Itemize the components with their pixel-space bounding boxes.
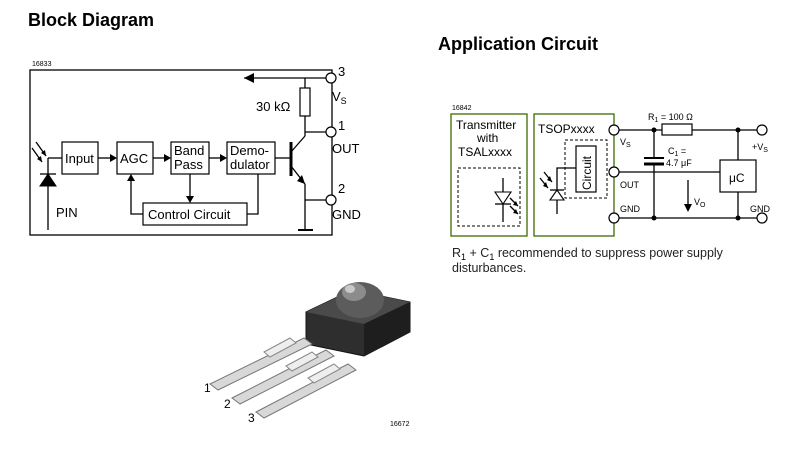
package-pin1-label: 1 (204, 381, 211, 395)
r1-label: R1 = 100 Ω (648, 112, 693, 124)
tsop-vs-terminal (608, 124, 620, 136)
application-circuit-title: Application Circuit (438, 34, 598, 54)
band-pass-label-2: Pass (174, 157, 203, 172)
package-pin3-label: 3 (248, 411, 255, 425)
agc-label: AGC (120, 151, 148, 166)
pin1-number: 1 (338, 118, 345, 133)
tsop-gnd-terminal (608, 212, 620, 224)
gnd-terminal-right (756, 212, 768, 224)
resistor-value: 30 kΩ (256, 99, 291, 114)
transmitter-label-1: Transmitter (456, 118, 516, 132)
transmitter-label-3: TSALxxxx (458, 145, 512, 159)
pin2-number: 2 (338, 181, 345, 196)
vs-label: VS (332, 89, 347, 106)
pin3-number: 3 (338, 64, 345, 79)
demodulator-label-2: dulator (230, 157, 270, 172)
plus-vs-label: +VS (752, 142, 768, 154)
vo-label: VO (694, 197, 706, 209)
block-diagram-title: Block Diagram (28, 10, 154, 30)
gnd-label: GND (332, 207, 361, 222)
transmitter-inner (457, 167, 521, 227)
block-diagram-doc-number: 16833 (32, 61, 52, 68)
microcontroller-label: μC (729, 171, 745, 185)
application-circuit: Transmitter with TSALxxxx TSOPxxxx Circu… (450, 112, 771, 275)
tsop-block (533, 113, 615, 237)
tsop-circuit-box (575, 145, 597, 193)
transmitter-label-2: with (476, 131, 498, 145)
input-label: Input (65, 151, 94, 166)
plus-vs-terminal (756, 124, 768, 136)
tsop-out-terminal (608, 166, 620, 178)
ic-outline (29, 69, 333, 236)
out-label: OUT (332, 141, 360, 156)
control-circuit-label: Control Circuit (148, 207, 231, 222)
component-package-illustration: 1 2 3 16672 (204, 282, 411, 428)
pin-label: PIN (56, 205, 78, 220)
tsop-circuit-label: Circuit (580, 155, 594, 190)
c1-value: 4.7 μF (666, 158, 692, 168)
r1-resistor (661, 123, 693, 136)
output-transistor (289, 135, 306, 185)
tsop-out-label: OUT (620, 180, 640, 190)
tsop-gnd-label: GND (620, 204, 641, 214)
c1-label: C1 = (668, 146, 686, 158)
input-block (61, 141, 99, 175)
gnd-right-label: GND (750, 204, 771, 214)
package-doc-number: 16672 (390, 421, 410, 428)
recommendation-note-line1: R1 + C1 recommended to suppress power su… (452, 246, 724, 262)
block-diagram: PIN Input AGC Band Pass Demo- dulator Co… (29, 64, 361, 236)
package-pin2-label: 2 (224, 397, 231, 411)
band-pass-label-1: Band (174, 143, 204, 158)
transmitter-block (450, 113, 528, 237)
pin2-terminal (325, 194, 337, 206)
tsop-photodiode (539, 167, 576, 214)
photodiode-symbol (31, 141, 62, 230)
tsop-inner (564, 139, 608, 199)
application-circuit-doc-number: 16842 (452, 105, 472, 112)
pin1-terminal (325, 126, 337, 138)
tsop-vs-label: VS (620, 137, 631, 149)
tsop-label: TSOPxxxx (538, 122, 595, 136)
pin3-terminal (325, 72, 337, 84)
demodulator-block (226, 141, 276, 175)
demodulator-label-1: Demo- (230, 143, 269, 158)
ir-led-symbol (493, 178, 519, 222)
resistor-30k (299, 87, 311, 117)
recommendation-note-line2: disturbances. (452, 261, 526, 275)
vs-arrow (244, 73, 254, 83)
